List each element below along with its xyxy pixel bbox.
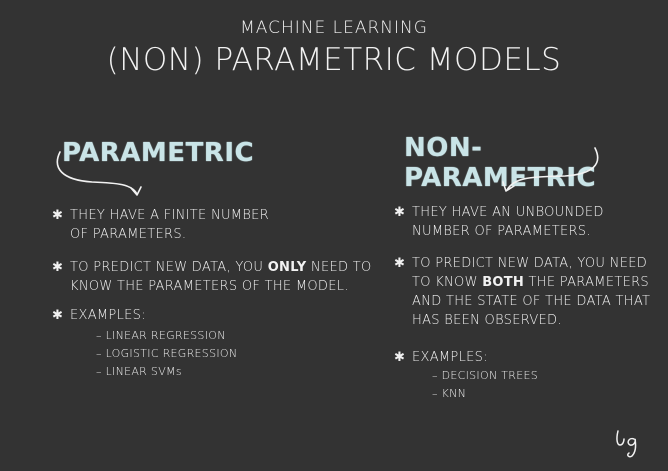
curved-arrow-icon bbox=[56, 151, 142, 196]
parametric-bullet-finite: ✱ THEY HAVE A FINITE NUMBER OF PARAMETER… bbox=[52, 208, 269, 242]
nonparametric-examples-label: ✱ EXAMPLES: bbox=[394, 350, 488, 365]
curved-arrow-icon bbox=[502, 147, 599, 192]
asterisk-icon: ✱ bbox=[394, 350, 406, 365]
list-item: LINEAR REGRESSION bbox=[96, 327, 237, 345]
asterisk-icon: ✱ bbox=[394, 205, 406, 220]
asterisk-icon: ✱ bbox=[52, 260, 64, 275]
nonparametric-bullet-predict: ✱ TO PREDICT NEW DATA, YOU NEED TO KNOW … bbox=[394, 256, 651, 328]
subtitle: MACHINE LEARNING bbox=[240, 18, 428, 38]
nonparametric-bullet-unbounded: ✱ THEY HAVE AN UNBOUNDED NUMBER OF PARAM… bbox=[394, 205, 604, 239]
parametric-bullet-predict: ✱ TO PREDICT NEW DATA, YOU ONLY NEED TO … bbox=[52, 260, 372, 294]
list-item: LOGISTIC REGRESSION bbox=[96, 345, 237, 363]
asterisk-icon: ✱ bbox=[52, 208, 64, 223]
nonparametric-examples-list: DECISION TREES KNN bbox=[432, 367, 538, 403]
list-item: DECISION TREES bbox=[432, 367, 538, 385]
parametric-examples-label: ✱ EXAMPLES: bbox=[52, 308, 146, 323]
nonparametric-heading: NON-PARAMETRIC bbox=[404, 133, 597, 193]
parametric-heading: PARAMETRIC bbox=[62, 138, 255, 168]
asterisk-icon: ✱ bbox=[394, 256, 406, 271]
asterisk-icon: ✱ bbox=[52, 308, 64, 323]
list-item: KNN bbox=[432, 385, 538, 403]
list-item: LINEAR SVMs bbox=[96, 363, 237, 381]
parametric-examples-list: LINEAR REGRESSION LOGISTIC REGRESSION LI… bbox=[96, 327, 237, 381]
signature-icon bbox=[616, 430, 637, 458]
page-title: (NON) PARAMETRIC MODELS bbox=[106, 42, 562, 78]
